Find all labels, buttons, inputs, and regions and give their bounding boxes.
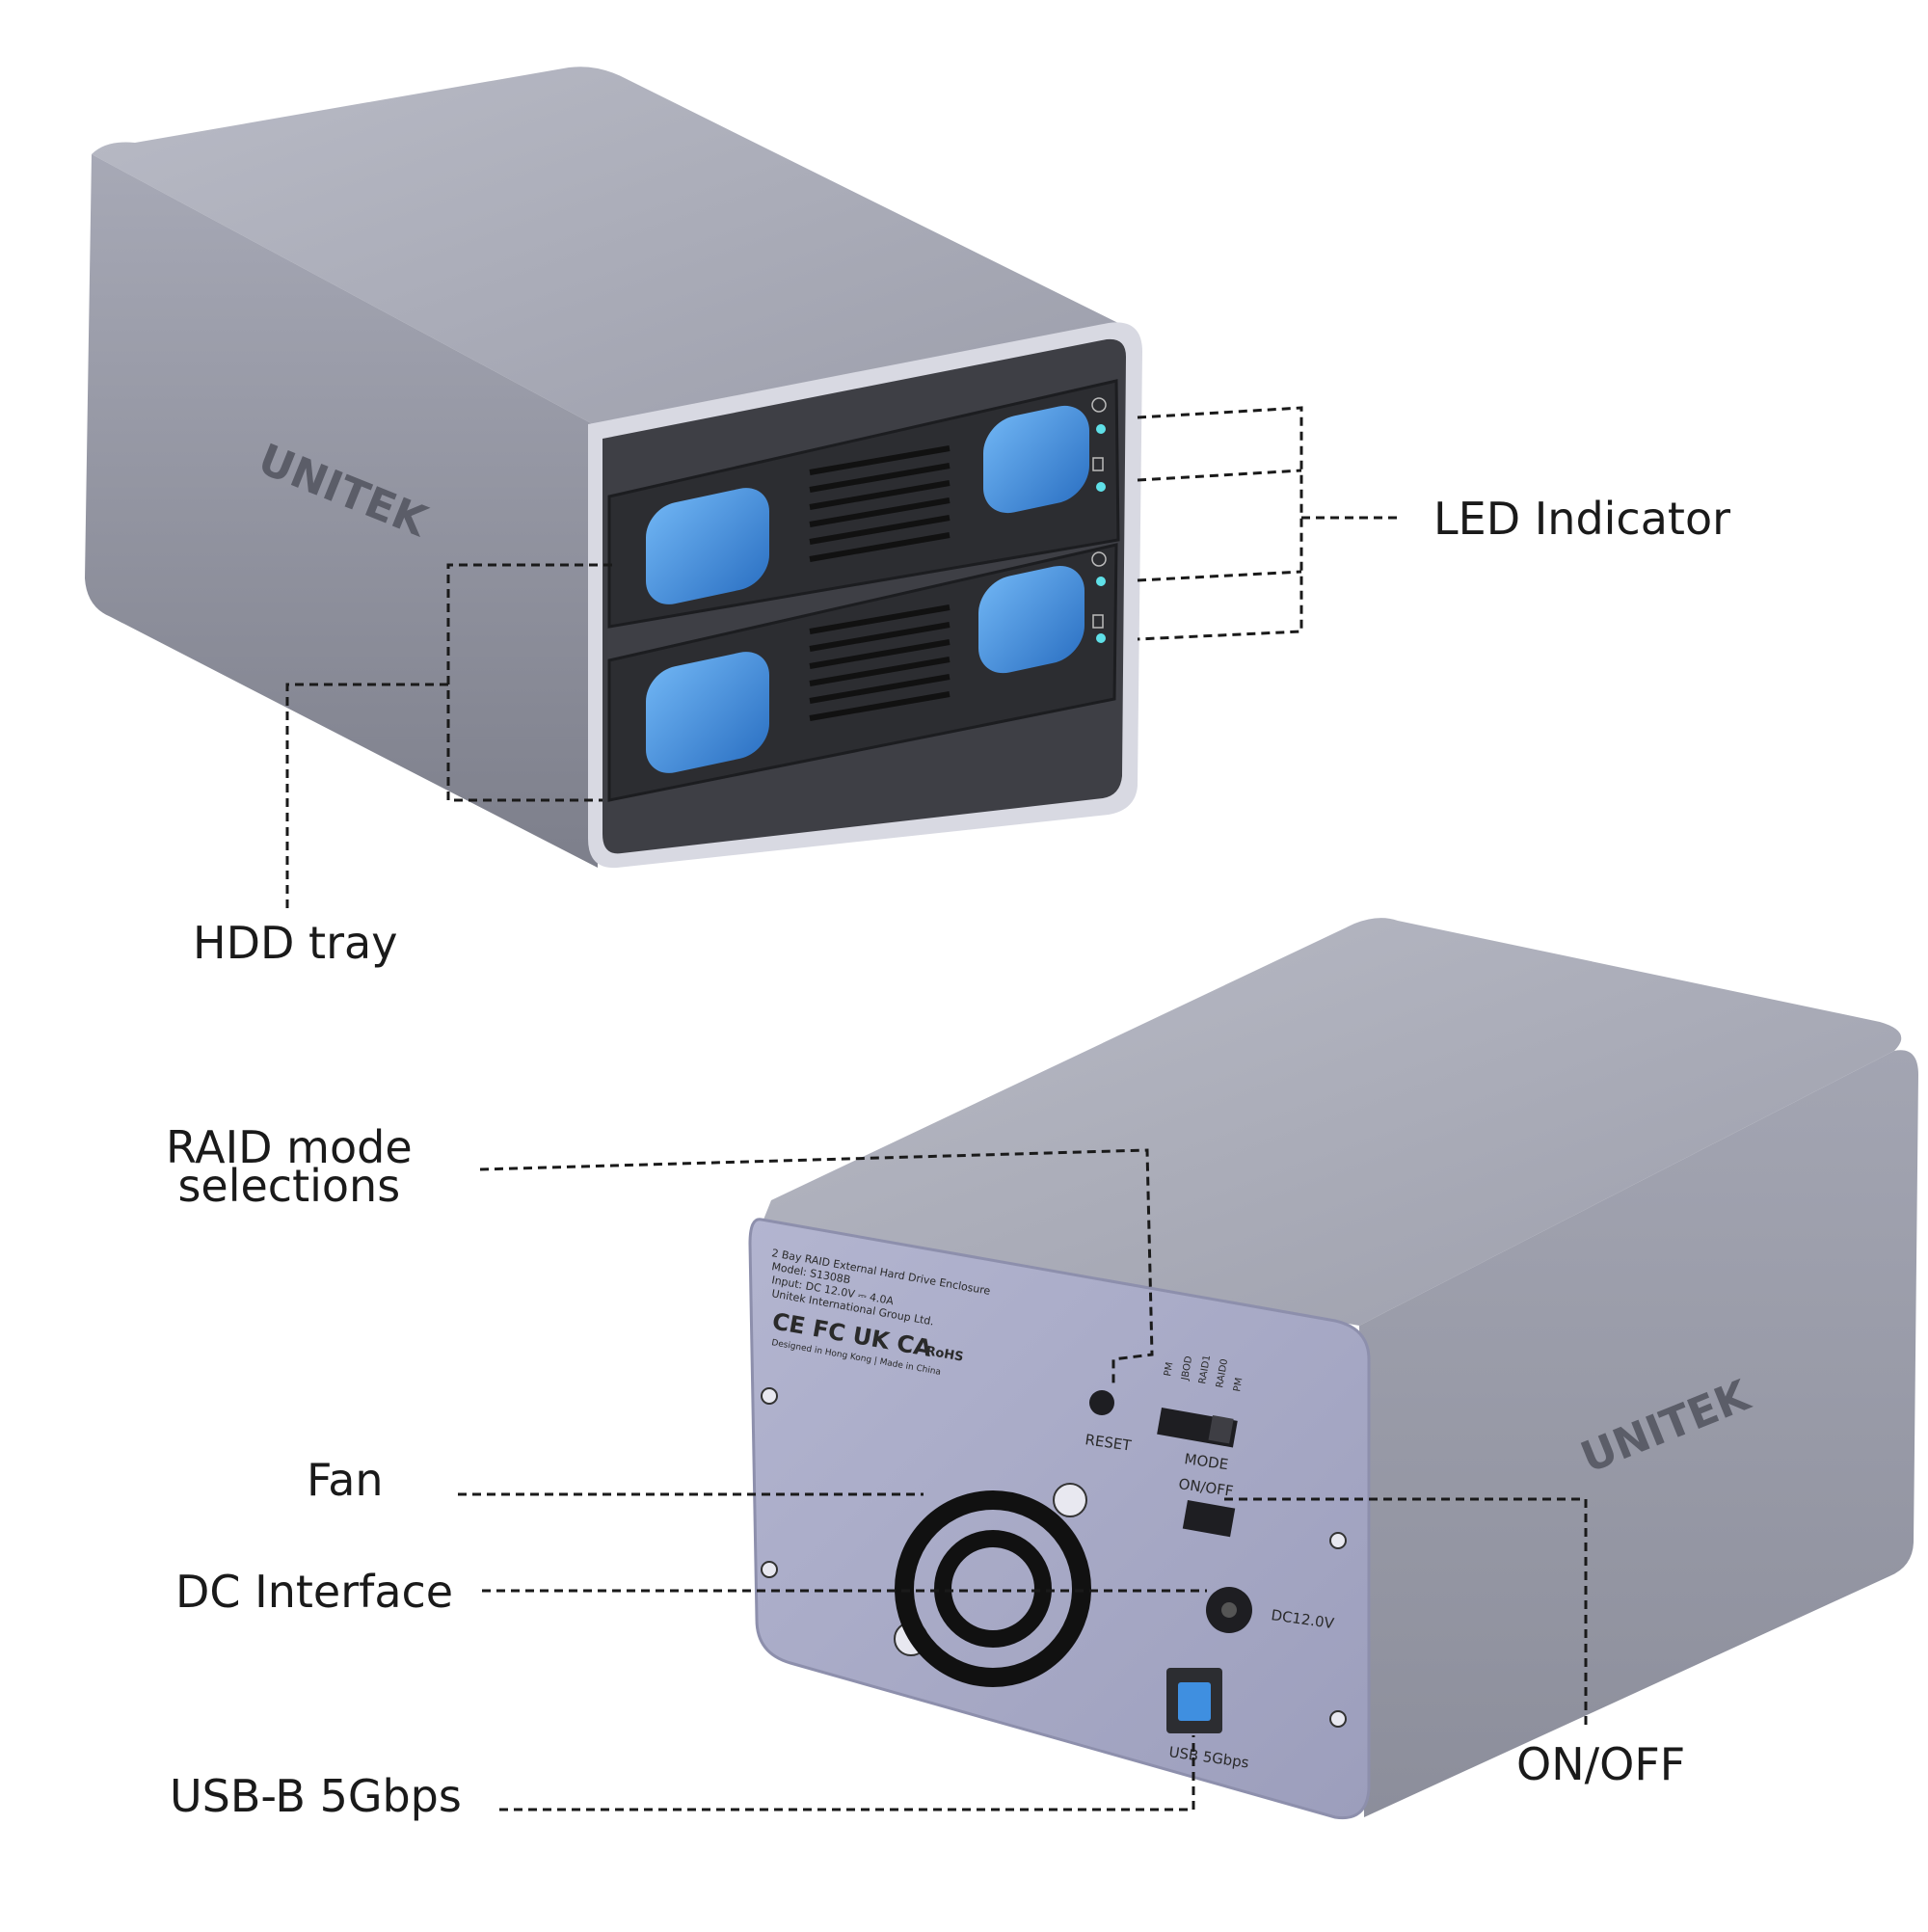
sun-icon: [1091, 397, 1107, 413]
leader-hdd-stem: [285, 683, 448, 914]
leader-raid: [479, 1148, 1154, 1386]
fan-grille: [895, 1490, 1091, 1687]
enclosure-top-face: [92, 67, 1128, 424]
front-enclosure: UNITEK: [85, 67, 1142, 869]
leader-usb: [499, 1735, 1195, 1811]
callout-led-indicator: LED Indicator: [1433, 493, 1731, 545]
callout-hdd-tray: HDD tray: [193, 917, 398, 969]
led-power-upper: [1096, 424, 1106, 434]
mode-option: PM: [1163, 1361, 1175, 1377]
leader-led-branch: [1137, 469, 1302, 482]
sun-icon: [1091, 551, 1107, 567]
leader-lines: [285, 406, 1588, 1811]
rear-enclosure: 2 Bay RAID External Hard Drive Enclosure…: [748, 918, 1918, 1820]
callout-raid-mode-line1: RAID mode: [166, 1121, 413, 1173]
dc-jack-pin: [1221, 1602, 1237, 1618]
tray-vent-lower: [809, 604, 951, 721]
callout-dc-interface: DC Interface: [175, 1566, 454, 1618]
tray-vent-upper: [809, 445, 951, 562]
mode-option: PM: [1232, 1377, 1245, 1392]
leader-led: [1137, 406, 1303, 641]
led-disk-lower: [1096, 633, 1106, 643]
screw-icon: [1329, 1532, 1347, 1549]
tray-handle-upper-left: [646, 488, 769, 604]
led-power-lower: [1096, 577, 1106, 586]
disk-icon: [1092, 614, 1104, 629]
disk-icon: [1092, 457, 1104, 471]
raid-mode-switch-knob[interactable]: [1208, 1415, 1234, 1444]
tray-handle-lower-left: [646, 652, 769, 773]
leader-onoff: [1224, 1497, 1588, 1731]
leader-led-branch: [1137, 570, 1302, 582]
power-switch[interactable]: [1182, 1500, 1236, 1538]
callout-raid-mode: RAID mode selections: [166, 1121, 413, 1212]
reset-button[interactable]: [1089, 1390, 1114, 1415]
led-disk-upper: [1096, 482, 1106, 492]
rohs-mark: RoHS: [924, 1344, 964, 1365]
screw-icon: [761, 1561, 778, 1578]
callout-on-off: ON/OFF: [1516, 1738, 1686, 1790]
enclosure-side-face: [85, 154, 598, 868]
callout-usb-b: USB-B 5Gbps: [170, 1770, 462, 1822]
mode-option: RAID1: [1197, 1355, 1213, 1385]
screw-icon: [1053, 1483, 1087, 1517]
screw-icon: [761, 1387, 778, 1405]
callout-raid-mode-line2: selections: [177, 1160, 401, 1212]
tray-handle-upper-right: [983, 405, 1089, 514]
leader-hdd: [446, 563, 612, 802]
callout-fan: Fan: [307, 1454, 384, 1506]
usb-b-port-insert: [1178, 1682, 1211, 1721]
rear-enclosure-top-face: [762, 918, 1902, 1326]
mode-option: RAID0: [1215, 1358, 1230, 1389]
tray-handle-lower-right: [978, 565, 1084, 674]
rear-enclosure-side-face: [1359, 1050, 1918, 1817]
mode-option: JBOD: [1180, 1355, 1194, 1382]
screw-icon: [1329, 1710, 1347, 1728]
mode-options: PM JBOD RAID1 RAID0 PM: [1163, 1355, 1245, 1393]
